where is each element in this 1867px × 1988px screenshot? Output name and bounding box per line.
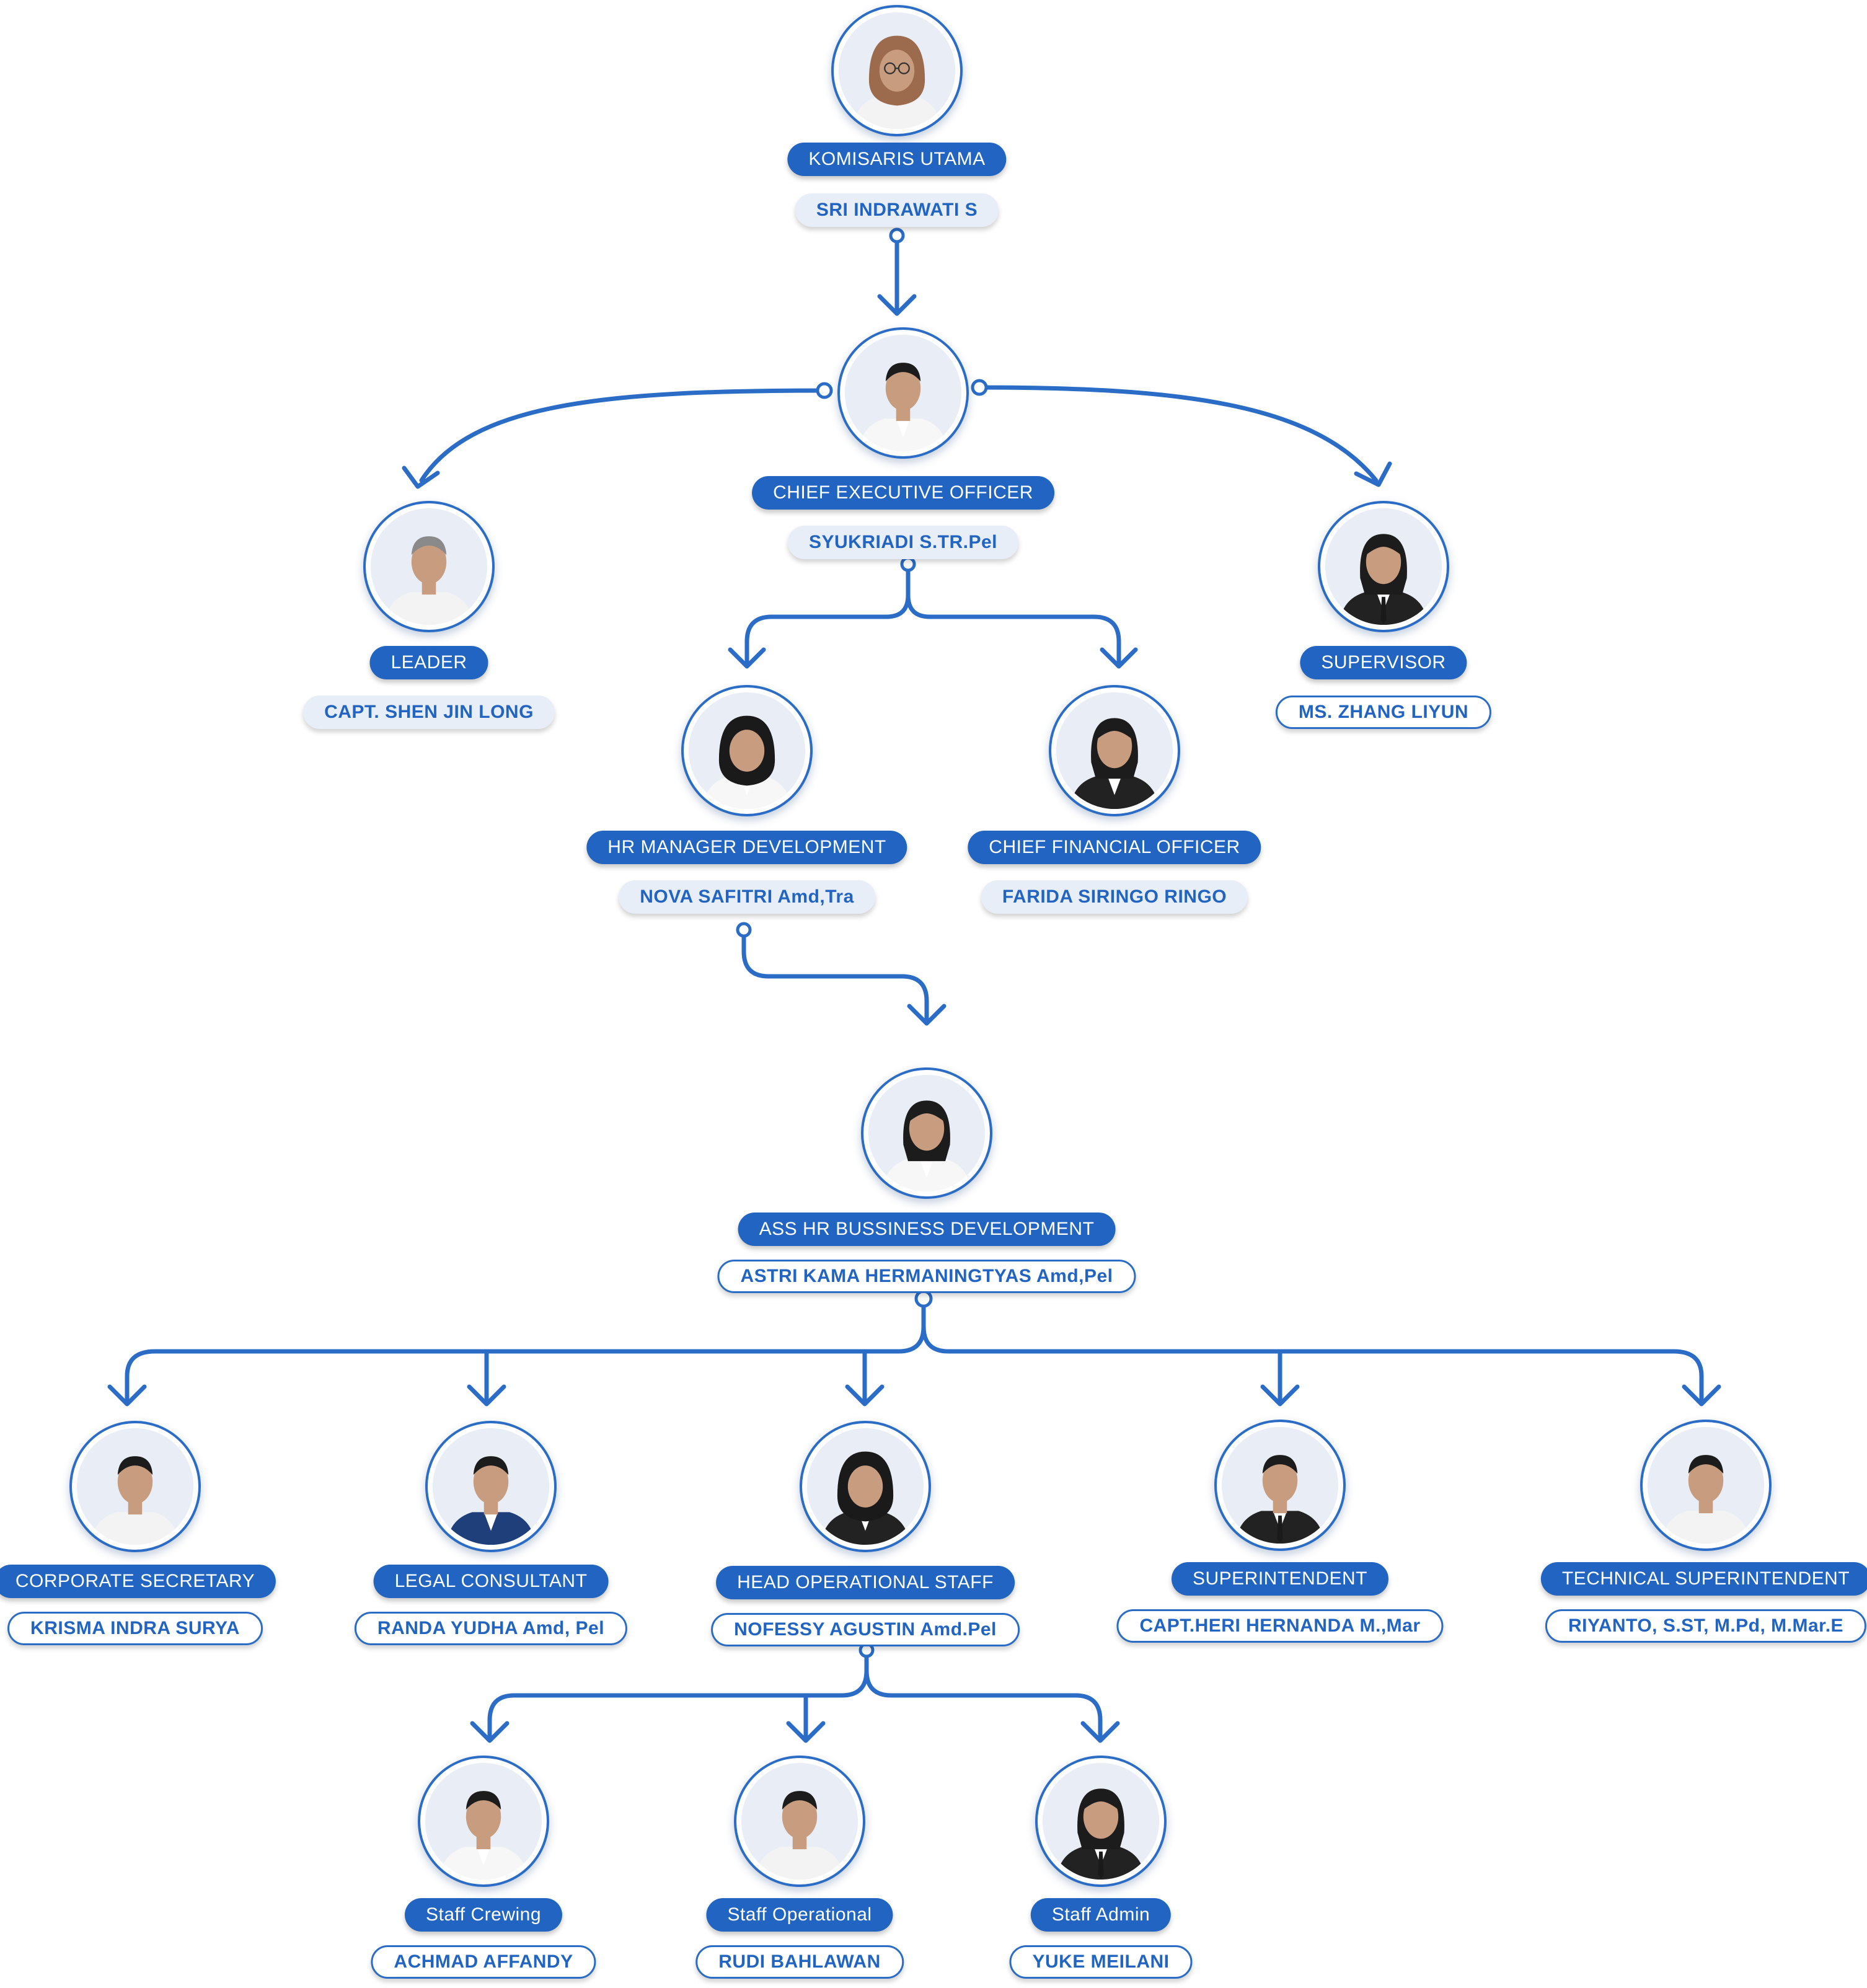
portrait-photo (425, 1763, 542, 1880)
role-label-operational: Staff Operational (706, 1898, 893, 1932)
person-name-crewing: ACHMAD AFFANDY (371, 1945, 596, 1979)
portrait-photo (741, 1763, 858, 1880)
avatar-superint (1214, 1420, 1346, 1551)
avatar-tech-sup (1640, 1420, 1772, 1551)
role-label-ceo: CHIEF EXECUTIVE OFFICER (752, 476, 1054, 510)
portrait-photo (839, 12, 955, 129)
avatar-ceo (837, 327, 969, 459)
person-name-ceo: SYUKRIADI S.TR.Pel (787, 526, 1019, 559)
role-label-komisaris: KOMISARIS UTAMA (787, 143, 1007, 176)
avatar-head-ops (800, 1421, 931, 1552)
avatar-crewing (418, 1756, 549, 1887)
role-label-legal: LEGAL CONSULTANT (373, 1565, 609, 1598)
person-name-corp-sec: KRISMA INDRA SURYA (7, 1612, 263, 1645)
role-label-crewing: Staff Crewing (404, 1898, 563, 1932)
person-name-legal: RANDA YUDHA Amd, Pel (354, 1612, 628, 1645)
portrait-photo (868, 1075, 985, 1191)
portrait-photo (1056, 692, 1173, 809)
person-name-tech-sup: RIYANTO, S.ST, M.Pd, M.Mar.E (1545, 1609, 1867, 1643)
portrait-photo (1222, 1427, 1338, 1544)
person-name-head-ops: NOFESSY AGUSTIN Amd.Pel (711, 1613, 1020, 1646)
avatar-hr-manager (681, 685, 813, 816)
avatar-operational (734, 1756, 865, 1887)
person-name-ass-hr: ASTRI KAMA HERMANINGTYAS Amd,Pel (717, 1260, 1136, 1293)
role-label-superint: SUPERINTENDENT (1171, 1562, 1389, 1596)
avatar-legal (425, 1421, 557, 1552)
portrait-photo (433, 1428, 549, 1545)
avatar-supervisor (1318, 501, 1449, 632)
portrait-photo (1043, 1763, 1159, 1880)
person-name-superint: CAPT.HERI HERNANDA M.,Mar (1116, 1609, 1444, 1643)
portrait-photo (845, 335, 961, 451)
role-label-supervisor: SUPERVISOR (1300, 646, 1467, 679)
person-name-hr-manager: NOVA SAFITRI Amd,Tra (619, 880, 875, 914)
portrait-photo (807, 1428, 924, 1545)
avatar-komisaris (831, 5, 963, 136)
role-label-corp-sec: CORPORATE SECRETARY (0, 1565, 276, 1598)
avatar-corp-sec (69, 1421, 201, 1552)
person-name-admin: YUKE MEILANI (1009, 1945, 1193, 1979)
avatar-ass-hr (861, 1067, 992, 1199)
portrait-photo (1648, 1427, 1764, 1544)
person-name-supervisor: MS. ZHANG LIYUN (1275, 696, 1492, 729)
role-label-admin: Staff Admin (1030, 1898, 1172, 1932)
portrait-photo (1325, 508, 1442, 625)
avatar-cfo (1049, 685, 1180, 816)
portrait-photo (77, 1428, 193, 1545)
avatar-leader (363, 501, 495, 632)
role-label-head-ops: HEAD OPERATIONAL STAFF (716, 1566, 1015, 1599)
person-name-operational: RUDI BAHLAWAN (695, 1945, 904, 1979)
role-label-cfo: CHIEF FINANCIAL OFFICER (968, 831, 1261, 864)
role-label-hr-manager: HR MANAGER DEVELOPMENT (586, 831, 907, 864)
portrait-photo (371, 508, 487, 625)
person-name-cfo: FARIDA SIRINGO RINGO (981, 880, 1248, 914)
person-name-komisaris: SRI INDRAWATI S (795, 193, 999, 227)
role-label-leader: LEADER (369, 646, 488, 679)
portrait-photo (689, 692, 805, 809)
person-name-leader: CAPT. SHEN JIN LONG (303, 696, 555, 729)
role-label-ass-hr: ASS HR BUSSINESS DEVELOPMENT (738, 1213, 1116, 1246)
avatar-admin (1035, 1756, 1167, 1887)
role-label-tech-sup: TECHNICAL SUPERINTENDENT (1540, 1562, 1867, 1596)
